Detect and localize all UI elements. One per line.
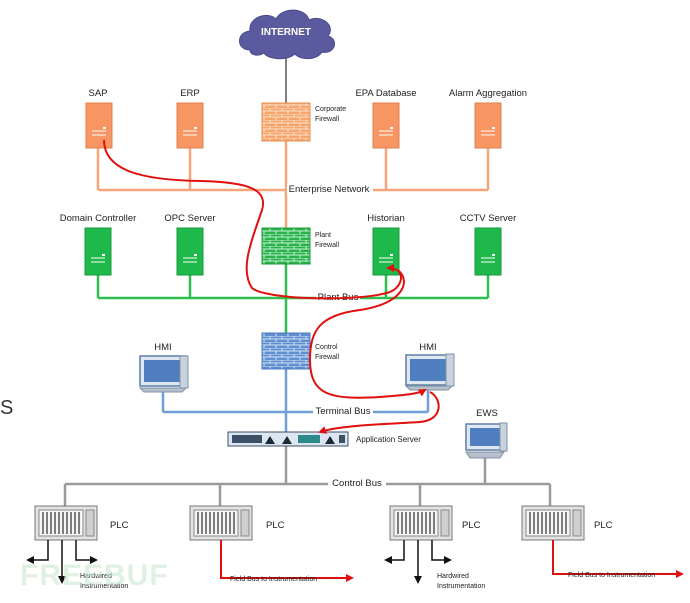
plc-2-fieldbus-arrow (220, 540, 354, 582)
epa-database-label: EPA Database (355, 88, 416, 99)
fieldbus-label-2: Field Bus to Instrumentation (230, 576, 317, 583)
alarm-aggregation-server-icon (474, 102, 502, 149)
terminal-bus-label: Terminal Bus (316, 406, 371, 417)
sap-label: SAP (88, 88, 107, 99)
hmi-left-computer-icon (138, 355, 189, 393)
freebuf-watermark: FREEBUF (20, 559, 169, 592)
plc-4-label: PLC (594, 520, 613, 531)
sap-server-icon (85, 102, 113, 149)
application-server-label: Application Server (356, 435, 421, 444)
plant-firewall-label-1: Plant (315, 232, 331, 239)
control-firewall-label-2: Firewall (315, 354, 340, 361)
fieldbus-label-4: Field Bus to Instrumentation (568, 572, 655, 579)
internet-label: INTERNET (261, 27, 311, 38)
corporate-firewall-label-1: Corporate (315, 106, 346, 113)
erp-server-icon (176, 102, 204, 149)
plant-firewall-label-2: Firewall (315, 242, 340, 249)
plc-4-icon (521, 505, 585, 541)
hardwired-label-3-line2: Instrumentation (437, 583, 485, 590)
terminal-bus-label-bg (313, 406, 373, 417)
control-bus (63, 458, 552, 506)
control-bus-label-bg (328, 478, 386, 489)
plc-1-label: PLC (110, 520, 129, 531)
hardwired-label-1-line1: Hardwired (80, 573, 112, 580)
opc-server-icon (176, 227, 204, 276)
plc-1-hardwired-arrows (26, 540, 98, 584)
corporate-firewall-label-2: Firewall (315, 116, 340, 123)
domain-controller-label: Domain Controller (60, 213, 137, 224)
control-firewall-label-1: Control (315, 344, 338, 351)
plant-bus (96, 275, 490, 300)
plc-4-fieldbus-arrow (552, 540, 684, 578)
control-firewall-icon (261, 332, 311, 370)
plc-3-icon (389, 505, 453, 541)
epa-database-server-icon (372, 102, 400, 149)
historian-label: Historian (367, 213, 405, 224)
application-server-icon (227, 431, 349, 447)
edge-letter: S (0, 397, 13, 419)
plc-2-label: PLC (266, 520, 285, 531)
alarm-aggregation-label: Alarm Aggregation (449, 88, 527, 99)
domain-controller-server-icon (84, 227, 112, 276)
hmi-right-computer-icon (404, 353, 455, 391)
cctv-server-icon (474, 227, 502, 276)
plc-3-label: PLC (462, 520, 481, 531)
opc-server-label: OPC Server (164, 213, 215, 224)
terminal-bus (161, 390, 430, 414)
hmi-right-label: HMI (419, 342, 436, 353)
plc-3-hardwired-arrows (384, 540, 452, 584)
hardwired-label-3-line1: Hardwired (437, 573, 469, 580)
enterprise-label-bg (287, 184, 373, 195)
hardwired-label-1-line2: Instrumentation (80, 583, 128, 590)
enterprise-network-label: Enterprise Network (289, 184, 370, 195)
plc-2-icon (189, 505, 253, 541)
historian-server-icon (372, 227, 400, 276)
internet-cloud-icon (239, 9, 336, 60)
ews-label: EWS (476, 408, 498, 419)
corporate-firewall-icon (261, 102, 311, 142)
attack-path (103, 139, 440, 434)
ews-computer-icon (465, 422, 508, 459)
control-bus-label: Control Bus (332, 478, 382, 489)
cctv-server-label: CCTV Server (460, 213, 516, 224)
plant-firewall-icon (261, 227, 311, 265)
hmi-left-label: HMI (154, 342, 171, 353)
plc-1-icon (34, 505, 98, 541)
erp-label: ERP (180, 88, 200, 99)
